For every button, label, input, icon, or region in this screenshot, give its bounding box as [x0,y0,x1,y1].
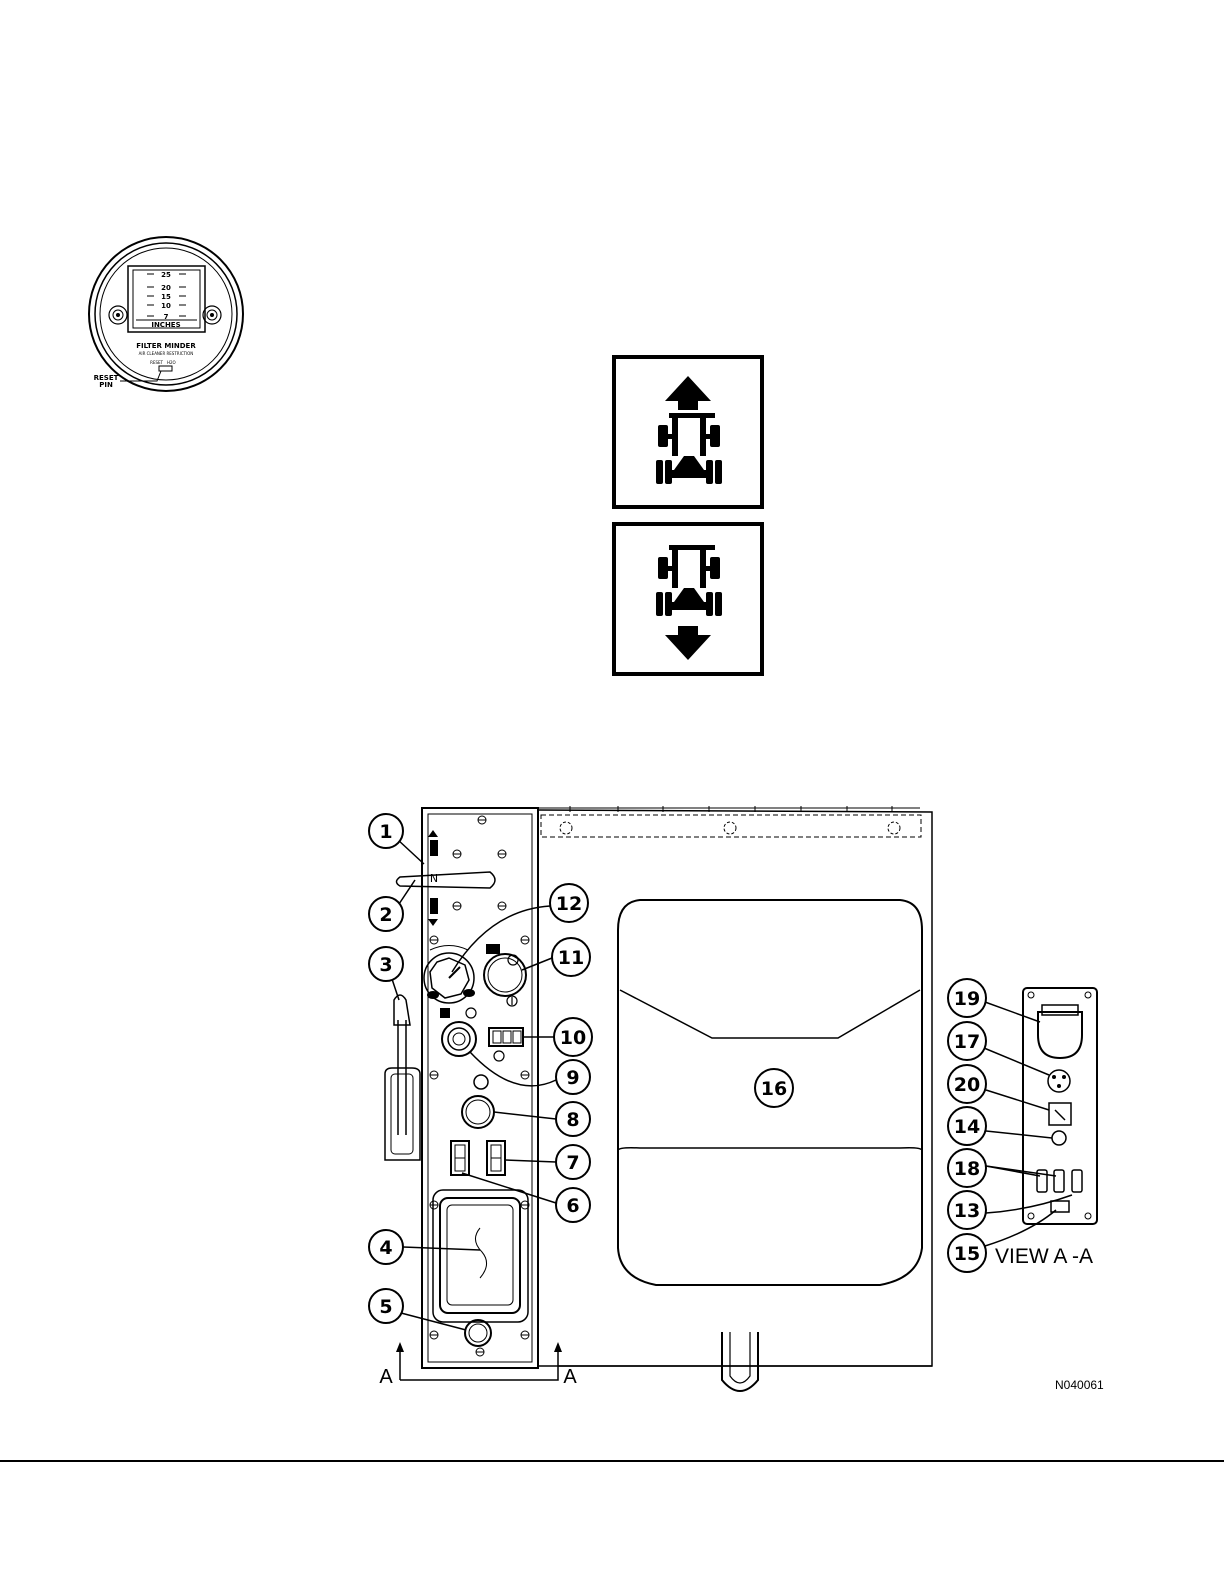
rocker-switch-left[interactable] [451,1141,469,1175]
callout-14: 14 [948,1107,1052,1145]
svg-text:8: 8 [566,1109,579,1131]
connector-14[interactable] [1052,1131,1066,1145]
engine-start-icon [486,944,500,954]
callout-8: 8 [494,1102,590,1136]
storage-compartment[interactable] [433,1190,528,1322]
svg-text:10: 10 [560,1027,586,1049]
forward-decal [614,357,762,507]
svg-text:1: 1 [379,821,392,843]
callout-2: 2 [369,880,415,931]
power-outlet[interactable] [465,1320,491,1346]
gauge-scale-20: 20 [161,284,171,292]
gauge-unit: INCHES [151,321,180,329]
callout-16: 16 [755,1069,793,1107]
callout-1: 1 [369,814,424,864]
section-letter-left: A [379,1366,393,1388]
rocker-switch-right[interactable] [487,1141,505,1175]
lever-neutral-mark: N [430,872,438,885]
callout-9: 9 [470,1052,590,1094]
gauge-reset-text: RESET [150,360,163,365]
rabbit-fast-icon [463,989,475,997]
reverse-decal [614,524,762,674]
key-position-off-icon [507,996,517,1006]
reset-pin-label-line2: PIN [99,381,113,389]
pto-switch[interactable] [442,1022,476,1056]
svg-text:13: 13 [954,1200,980,1222]
gauge-scale-15: 15 [161,293,171,301]
gauge-scale-10: 10 [161,302,171,310]
switch-20[interactable] [1049,1103,1071,1125]
hitch-lower-icon [428,898,438,926]
tractor-reverse-arrow-icon [656,545,722,660]
callout-4: 4 [369,1230,480,1264]
directional-lever[interactable] [385,995,420,1160]
gauge-scale-7: 7 [164,313,169,321]
svg-text:11: 11 [558,947,584,969]
svg-text:6: 6 [566,1195,579,1217]
svg-text:7: 7 [566,1152,579,1174]
tractor-forward-arrow-icon [656,376,722,484]
svg-text:17: 17 [954,1031,980,1053]
connector-17[interactable] [1048,1070,1070,1092]
svg-text:2: 2 [379,904,392,926]
gauge-screw-left-icon [109,306,127,324]
ignition-key-switch[interactable] [484,954,526,996]
svg-text:14: 14 [954,1116,980,1138]
svg-text:4: 4 [379,1237,392,1259]
svg-text:20: 20 [954,1074,980,1096]
figure-id: N040061 [1055,1378,1104,1392]
connector-13[interactable] [1051,1201,1069,1212]
push-button[interactable] [462,1096,494,1128]
warning-lamp-icon [474,1075,488,1089]
callout-18: 18 [948,1149,1056,1187]
svg-text:19: 19 [954,988,980,1010]
svg-text:5: 5 [379,1296,392,1318]
lighter-socket-19[interactable] [1038,1005,1082,1058]
callout-20: 20 [948,1065,1049,1110]
fuses-18[interactable] [1037,1170,1082,1192]
callout-3: 3 [369,947,403,1000]
callout-7: 7 [505,1145,590,1179]
turtle-slow-icon [427,991,439,999]
callout-5: 5 [369,1289,466,1330]
callout-19: 19 [948,979,1040,1022]
gauge-subtitle: AIR CLEANER RESTRICTION [139,351,194,356]
svg-text:15: 15 [954,1243,980,1265]
hitch-raise-icon [428,830,438,856]
gauge-h2o-text: H2O [167,360,176,365]
gauge-brand: FILTER MINDER [136,342,196,350]
operator-console [385,806,932,1391]
pto-engage-icon [440,1008,476,1018]
hour-meter [489,1028,523,1046]
hour-meter-clock-icon [494,1051,504,1061]
view-label: VIEW A -A [995,1245,1093,1268]
svg-text:3: 3 [379,954,392,976]
gauge-scale-25: 25 [161,271,171,279]
svg-text:9: 9 [566,1067,579,1089]
callout-10: 10 [523,1018,592,1056]
svg-text:16: 16 [761,1078,787,1100]
svg-text:12: 12 [556,893,582,915]
svg-text:18: 18 [954,1158,980,1180]
section-letter-right: A [563,1366,577,1388]
